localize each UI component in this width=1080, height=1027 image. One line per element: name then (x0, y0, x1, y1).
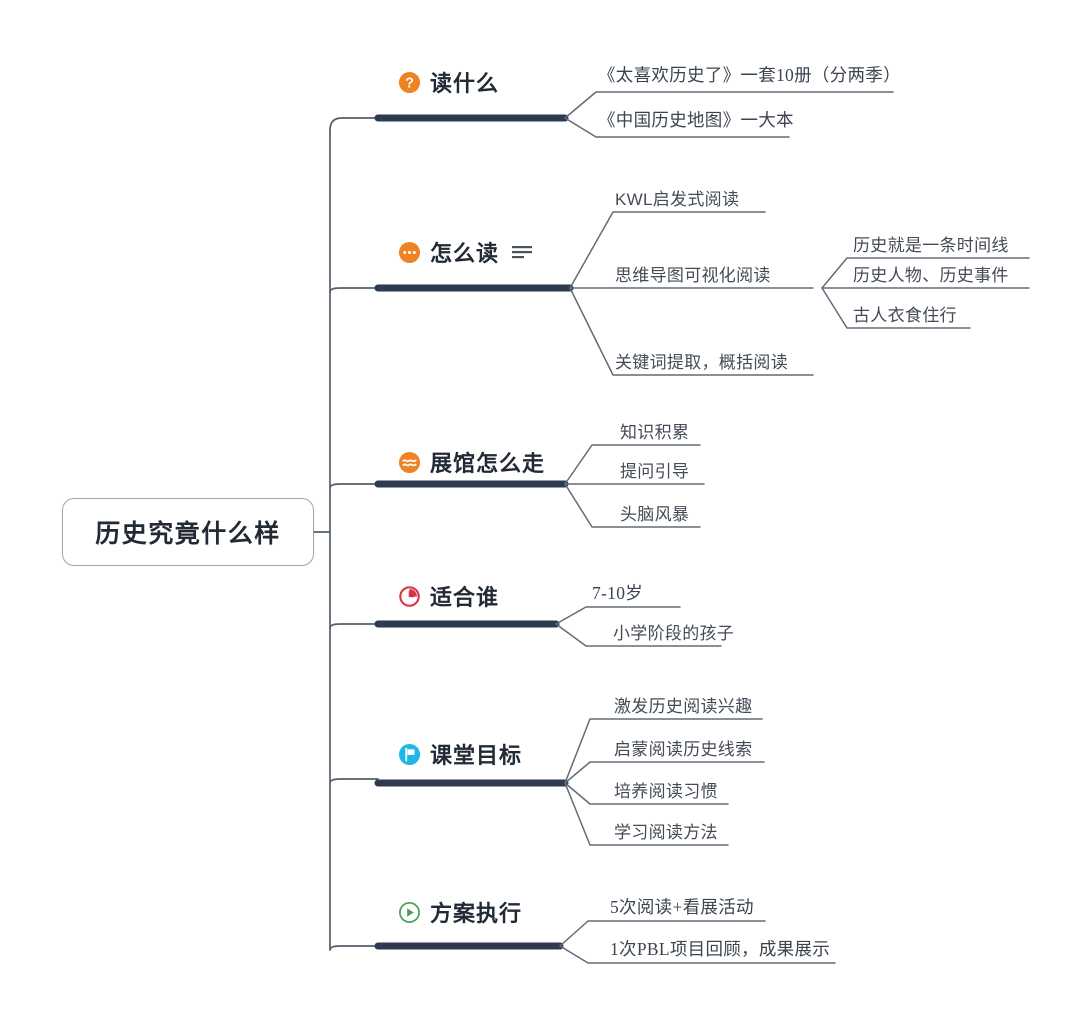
subnode-b2-c1-label: KWL启发式阅读 (615, 190, 740, 209)
subnode-b3-c3-label: 头脑风暴 (620, 505, 690, 524)
branch-label-read-what: 读什么 (430, 71, 500, 96)
subnode-b4-c1[interactable]: 7-10岁 (592, 580, 643, 605)
edge-spine-to-branch-5 (329, 778, 379, 784)
clock-icon (398, 585, 421, 608)
branch-node-museum-route[interactable]: 展馆怎么走 (398, 446, 545, 478)
dots-circle-icon (398, 241, 421, 264)
play-circle-icon (398, 901, 421, 924)
edge-spine-to-branch-2 (329, 287, 379, 293)
subnode-b4-c2-label: 小学阶段的孩子 (613, 624, 735, 643)
subnode-b3-c3[interactable]: 头脑风暴 (620, 500, 689, 525)
flag-circle-icon (398, 743, 421, 766)
subnode-b6-c2-label: 1次PBL项目回顾，成果展示 (610, 939, 831, 959)
branch-label-execution: 方案执行 (430, 901, 523, 926)
subnode-b1-c2-label: 《中国历史地图》一大本 (598, 110, 794, 130)
subnode-b2-c1[interactable]: KWL启发式阅读 (615, 185, 739, 210)
subnode-b3-c2[interactable]: 提问引导 (620, 457, 689, 482)
subnode-b2-c2-label: 思维导图可视化阅读 (615, 266, 771, 285)
subnode-b5-c2[interactable]: 启蒙阅读历史线索 (614, 735, 752, 760)
subnode-b6-c1[interactable]: 5次阅读+看展活动 (610, 894, 754, 919)
branch-node-how-to-read[interactable]: 怎么读 (398, 236, 533, 268)
subnode-b2-c3-label: 关键词提取，概括阅读 (615, 353, 788, 372)
wave-circle-icon (398, 451, 421, 474)
subnode-b3-c1[interactable]: 知识积累 (620, 418, 689, 443)
subnode-b1-c1[interactable]: 《太喜欢历史了》一套10册（分两季） (598, 62, 901, 87)
root-node[interactable]: 历史究竟什么样 (62, 498, 314, 566)
subnode-b6-c1-label: 5次阅读+看展活动 (610, 897, 754, 917)
subnode-b2-c2-g2-label: 历史人物、历史事件 (853, 266, 1009, 285)
subnode-b1-c2[interactable]: 《中国历史地图》一大本 (598, 107, 794, 132)
subnode-b5-c4[interactable]: 学习阅读方法 (614, 818, 718, 843)
subnode-b5-c3[interactable]: 培养阅读习惯 (614, 777, 718, 802)
subnode-b4-c2[interactable]: 小学阶段的孩子 (613, 619, 734, 644)
subnode-b2-c2-g3[interactable]: 古人衣食住行 (853, 301, 957, 326)
subnode-b3-c2-label: 提问引导 (620, 462, 690, 481)
subnode-b2-c2-g1[interactable]: 历史就是一条时间线 (853, 231, 1009, 256)
question-circle-icon: ? (398, 71, 421, 94)
edge-spine-to-branch-3 (329, 483, 379, 489)
branch-label-class-goals: 课堂目标 (430, 743, 523, 768)
edge-spine-to-branch-1 (329, 117, 379, 131)
subnode-b2-c2-g3-label: 古人衣食住行 (853, 306, 957, 325)
branch-node-class-goals[interactable]: 课堂目标 (398, 738, 522, 770)
svg-text:?: ? (405, 75, 414, 91)
subnode-b2-c2-g2[interactable]: 历史人物、历史事件 (853, 261, 1009, 286)
subnode-b2-c2[interactable]: 思维导图可视化阅读 (615, 261, 771, 286)
branch-node-audience[interactable]: 适合谁 (398, 580, 499, 612)
subnode-b3-c1-label: 知识积累 (620, 423, 690, 442)
subnode-b5-c2-label: 启蒙阅读历史线索 (614, 740, 753, 759)
note-lines-icon[interactable] (511, 244, 533, 260)
edge-spine-to-branch-6 (329, 945, 379, 951)
branch-label-audience: 适合谁 (430, 585, 500, 610)
subnode-b5-c4-label: 学习阅读方法 (614, 823, 718, 842)
branch-node-read-what[interactable]: ? 读什么 (398, 66, 499, 98)
subnode-b5-c1[interactable]: 激发历史阅读兴趣 (614, 692, 752, 717)
branch-node-execution[interactable]: 方案执行 (398, 896, 522, 928)
edge-spine-to-branch-4 (329, 623, 379, 629)
subnode-b5-c3-label: 培养阅读习惯 (614, 782, 718, 801)
subnode-b5-c1-label: 激发历史阅读兴趣 (614, 697, 753, 716)
root-node-label: 历史究竟什么样 (95, 520, 281, 548)
branch-label-museum-route: 展馆怎么走 (430, 451, 546, 476)
branch-label-how-to-read: 怎么读 (430, 241, 500, 266)
subnode-b1-c1-label: 《太喜欢历史了》一套10册（分两季） (598, 65, 901, 85)
subnode-b6-c2[interactable]: 1次PBL项目回顾，成果展示 (610, 936, 830, 961)
subnode-b2-c3[interactable]: 关键词提取，概括阅读 (615, 348, 788, 373)
subnode-b2-c2-g1-label: 历史就是一条时间线 (853, 236, 1009, 255)
subnode-b4-c1-label: 7-10岁 (592, 583, 644, 603)
